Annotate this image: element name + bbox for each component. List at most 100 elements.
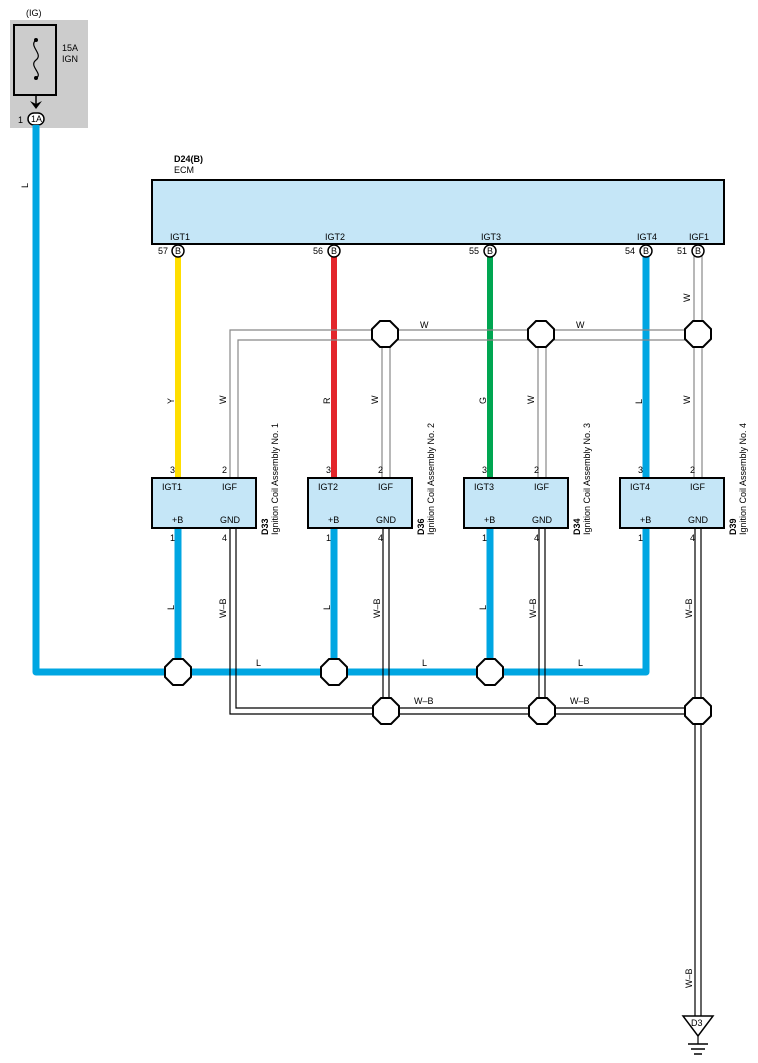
coil-igt-label: IGT4	[630, 482, 650, 492]
wire-label: W–B	[218, 598, 228, 618]
coil-code: D36	[416, 518, 426, 535]
ecm-pin-conn: B	[331, 246, 337, 256]
splice-gnd-3	[684, 697, 712, 725]
wire-label: R	[322, 397, 332, 404]
coil-name: Ignition Coil Assembly No. 3	[582, 423, 592, 535]
ecm-code: D24(B)	[174, 154, 203, 164]
coil-gnd-label: GND	[688, 515, 709, 525]
coil-pin: 3	[482, 465, 487, 475]
coil-pin: 2	[378, 465, 383, 475]
splice-igf-2	[527, 320, 555, 348]
coil-pin: 2	[222, 465, 227, 475]
coil-pin: 3	[638, 465, 643, 475]
ground-triangle-icon	[681, 1015, 715, 1038]
ecm-pin-conn: B	[487, 246, 493, 256]
splice-igf-3	[684, 320, 712, 348]
ecm-pin-num: 51	[677, 246, 687, 256]
fuse-pin: 1	[18, 115, 23, 125]
coil-gnd-label: GND	[532, 515, 553, 525]
coil-pin: 1	[170, 533, 175, 543]
wire-label-gnd-bus-b: W–B	[570, 696, 590, 706]
coil-name: Ignition Coil Assembly No. 4	[738, 423, 748, 535]
coil-pin: 4	[378, 533, 383, 543]
ecm-pin-label: IGF1	[689, 232, 709, 242]
wire-label: W	[682, 395, 692, 404]
coil-pin: 1	[638, 533, 643, 543]
splice-igf-1	[371, 320, 399, 348]
coil-pin: 3	[326, 465, 331, 475]
ecm-pin-igt4: IGT4 54 B	[625, 232, 657, 258]
coil-4: IGT4 IGF +B GND 3 2 1 4 D39 Ignition Coi…	[619, 423, 748, 543]
gnd-bus	[229, 528, 702, 1020]
coil-pin: 1	[326, 533, 331, 543]
ecm-pin-num: 54	[625, 246, 635, 256]
ecm-pin-conn: B	[695, 246, 701, 256]
splice-pb-1	[164, 658, 192, 686]
fuse-icon	[33, 39, 39, 79]
ecm-pin-label: IGT4	[637, 232, 657, 242]
wire-label-igf-bus-b: W	[576, 320, 585, 330]
coil-igt-label: IGT1	[162, 482, 182, 492]
coil-pin: 4	[222, 533, 227, 543]
coil-1: IGT1 IGF +B GND 3 2 1 4 D33 Ignition Coi…	[151, 423, 280, 543]
ecm-pin-label: IGT3	[481, 232, 501, 242]
wire-label: L	[478, 605, 488, 610]
wire-label-pb-bus-c: L	[578, 658, 583, 668]
coil-igf-label: IGF	[534, 482, 550, 492]
coil-igt-label: IGT2	[318, 482, 338, 492]
fuse-rating: 15A	[62, 43, 78, 53]
wire-label: Y	[166, 398, 176, 404]
coil-pb-label: +B	[484, 515, 495, 525]
wire-label-igf-bus-a: W	[420, 320, 429, 330]
coil-code: D39	[728, 518, 738, 535]
ecm-pin-conn: B	[175, 246, 181, 256]
coil-pin: 4	[534, 533, 539, 543]
coil-igt-label: IGT3	[474, 482, 494, 492]
wire-label: W	[526, 395, 536, 404]
ecm-box	[151, 179, 725, 245]
ecm-pin-num: 57	[158, 246, 168, 256]
ecm-pin-label: IGT1	[170, 232, 190, 242]
fuse-header: (IG)	[26, 8, 42, 18]
ecm-pin-igt3: IGT3 55 B	[469, 232, 501, 258]
wire-label-feed: L	[20, 183, 30, 188]
coil-igf-label: IGF	[378, 482, 394, 492]
wire-label: W–B	[528, 598, 538, 618]
splice-gnd-2	[528, 697, 556, 725]
coil-box	[619, 477, 725, 529]
coil-pb-label: +B	[328, 515, 339, 525]
coil-igf-label: IGF	[222, 482, 238, 492]
wire-label: W–B	[372, 598, 382, 618]
coil-gnd-label: GND	[220, 515, 241, 525]
ecm-pin-conn: B	[643, 246, 649, 256]
ecm-pin-igt1: IGT1 57 B	[158, 232, 190, 258]
coil-pb-label: +B	[172, 515, 183, 525]
coil-box	[307, 477, 413, 529]
fuse-terminal-bottom	[34, 76, 38, 80]
coil-pin: 3	[170, 465, 175, 475]
wire-label-pb-bus-a: L	[256, 658, 261, 668]
wire-label: L	[322, 605, 332, 610]
ground-code: D3	[691, 1018, 703, 1028]
coil-gnd-label: GND	[376, 515, 397, 525]
splice-pb-3	[476, 658, 504, 686]
coil-pin: 4	[690, 533, 695, 543]
wire-label: W	[370, 395, 380, 404]
ecm-pin-igt2: IGT2 56 B	[313, 232, 345, 258]
wire-label-pb-bus-b: L	[422, 658, 427, 668]
ecm-pin-label: IGT2	[325, 232, 345, 242]
wire-label: W	[218, 395, 228, 404]
fuse-box	[13, 24, 57, 96]
coil-box	[151, 477, 257, 529]
fuse-panel	[10, 20, 88, 128]
coil-pb-label: +B	[640, 515, 651, 525]
wire-label-igf1: W	[682, 293, 692, 302]
coil-2: IGT2 IGF +B GND 3 2 1 4 D36 Ignition Coi…	[307, 423, 436, 543]
igf-bus	[229, 256, 703, 478]
coil-name: Ignition Coil Assembly No. 1	[270, 423, 280, 535]
arrow-icon	[30, 101, 42, 109]
coil-code: D34	[572, 518, 582, 535]
fuse-connector-label: 1A	[31, 114, 42, 124]
coil-pin: 2	[534, 465, 539, 475]
coil-pin: 1	[482, 533, 487, 543]
